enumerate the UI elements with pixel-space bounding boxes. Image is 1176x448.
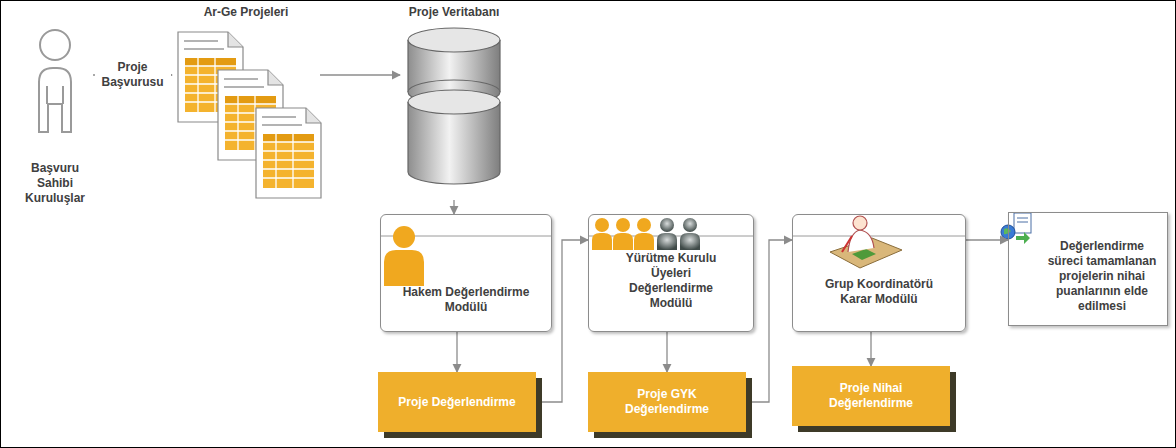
node-label: Başvuru Sahibi Kuruluşlar: [20, 161, 90, 206]
output-box: Proje Nihai Değerlendirme: [792, 366, 950, 426]
module-box: Grup Koordinatörü Karar Modülü: [792, 214, 966, 332]
result-box: Değerlendirme süreci tamamlanan projeler…: [1008, 212, 1168, 326]
document-stack: Ar-Ge Projeleri: [172, 5, 320, 200]
connector-arrow: [746, 240, 792, 402]
node-label: Proje Değerlendirme: [398, 395, 515, 410]
connector-arrow: [536, 240, 588, 402]
document-icons: [178, 32, 321, 198]
module-box: Hakem Değerlendirme Modülü: [380, 214, 552, 332]
coordinator-icon: [830, 216, 902, 268]
output-box: Proje Değerlendirme: [378, 372, 536, 432]
database: Proje Veritabanı: [400, 5, 508, 200]
node-label: Yürütme Kurulu Üyeleri Değerlendirme Mod…: [616, 251, 726, 311]
connector-arrow: [870, 332, 871, 366]
node-label: Grup Koordinatörü Karar Modülü: [812, 277, 947, 307]
connector-arrow: [320, 74, 400, 75]
referee-icon: [384, 226, 424, 286]
applicant-actor: Başvuru Sahibi Kuruluşlar: [17, 28, 93, 206]
node-label: Hakem Değerlendirme Modülü: [396, 285, 536, 315]
node-label: Ar-Ge Projeleri: [204, 5, 289, 20]
connector-arrow: [453, 200, 454, 214]
node-label: Proje GYK Değerlendirme: [617, 387, 717, 417]
node-label: Değerlendirme süreci tamamlanan projeler…: [1043, 239, 1161, 314]
connector-arrow: [666, 332, 667, 372]
connector-arrow: [966, 239, 1008, 240]
database-icon: [408, 28, 500, 184]
person-icon: [39, 30, 71, 132]
module-box: Yürütme Kurulu Üyeleri Değerlendirme Mod…: [588, 214, 754, 332]
node-label: Proje Nihai Değerlendirme: [821, 381, 921, 411]
connector-arrow: [456, 332, 457, 372]
committee-icon: [592, 218, 700, 250]
node-label: Proje Veritabanı: [409, 5, 500, 20]
output-box: Proje GYK Değerlendirme: [588, 372, 746, 432]
edge-label: Proje Başvurusu: [95, 59, 171, 91]
